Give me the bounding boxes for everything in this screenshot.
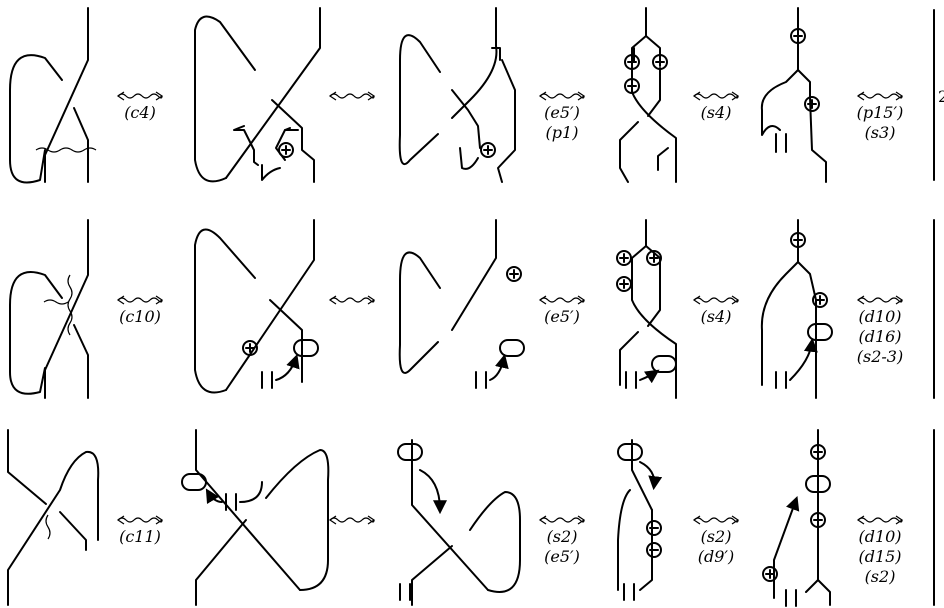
wavy-arrow: (c4) xyxy=(116,91,164,122)
move-label: (c10) xyxy=(119,307,161,326)
wavy-arrow: (e5′) xyxy=(538,295,586,326)
wavy-arrow: (s4) xyxy=(692,295,740,326)
diagram-r3-f1 xyxy=(7,429,100,606)
row-3 xyxy=(7,429,831,607)
row-2 xyxy=(9,219,833,399)
diagram-r3-f5 xyxy=(762,429,831,607)
move-label: (e5′) xyxy=(544,307,580,326)
diagram-r1-f2 xyxy=(194,7,321,183)
diagram-r3-f3 xyxy=(397,439,521,606)
diagram-r3-f2 xyxy=(181,429,330,606)
diagram-r1-f1 xyxy=(9,7,97,184)
wavy-arrow xyxy=(328,91,376,101)
move-label: (s4) xyxy=(701,103,732,122)
move-label: (c11) xyxy=(119,527,161,546)
diagram-r3-f4 xyxy=(617,439,663,601)
move-label: (p1) xyxy=(546,123,579,142)
move-label: (d10) xyxy=(858,527,901,546)
diagram-r2-f4 xyxy=(616,219,677,399)
move-label: (e5′) xyxy=(544,547,580,566)
diagram-r2-f3 xyxy=(398,219,525,389)
wavy-arrow: (c11) xyxy=(116,515,164,546)
move-label: (s2) xyxy=(547,527,578,546)
move-arrows: (c4)(e5′)(p1)(s4)(p15′)(s3)(c10)(e5′)(s4… xyxy=(116,91,904,586)
wavy-arrow: (s2)(e5′) xyxy=(538,515,586,566)
diagram-r2-f1 xyxy=(9,219,89,399)
move-label: (d15) xyxy=(858,547,901,566)
move-label: (s2) xyxy=(701,527,732,546)
wavy-arrow: (p15′)(s3) xyxy=(857,91,904,142)
wavy-arrow: (e5′)(p1) xyxy=(538,91,586,142)
move-label: (s2) xyxy=(865,567,896,586)
diagram-r2-f2 xyxy=(194,219,319,394)
move-label: (s2-3) xyxy=(857,347,903,366)
wavy-arrow xyxy=(328,515,376,525)
wavy-arrow: (d10)(d15)(s2) xyxy=(856,515,904,586)
move-label: (d16) xyxy=(858,327,901,346)
diagram-r2-f5 xyxy=(760,219,833,399)
wavy-arrow: (c10) xyxy=(116,295,164,326)
diagram-r1-f4 xyxy=(619,7,677,183)
edge-mark: 2 xyxy=(938,87,944,106)
move-label: (d9′) xyxy=(698,547,735,566)
move-label: (p15′) xyxy=(857,103,904,122)
wavy-arrow xyxy=(328,295,376,305)
move-label: (c4) xyxy=(124,103,156,122)
wavy-arrow: (s4) xyxy=(692,91,740,122)
move-label: (e5′) xyxy=(544,103,580,122)
diagram-r1-f5 xyxy=(760,7,827,183)
move-label: (s3) xyxy=(865,123,896,142)
row-1 xyxy=(9,7,827,184)
wavy-arrow: (d10)(d16)(s2-3) xyxy=(857,295,903,366)
wavy-arrow: (s2)(d9′) xyxy=(692,515,740,566)
diagram-r1-f3 xyxy=(398,7,516,183)
move-label: (d10) xyxy=(858,307,901,326)
move-label: (s4) xyxy=(701,307,732,326)
